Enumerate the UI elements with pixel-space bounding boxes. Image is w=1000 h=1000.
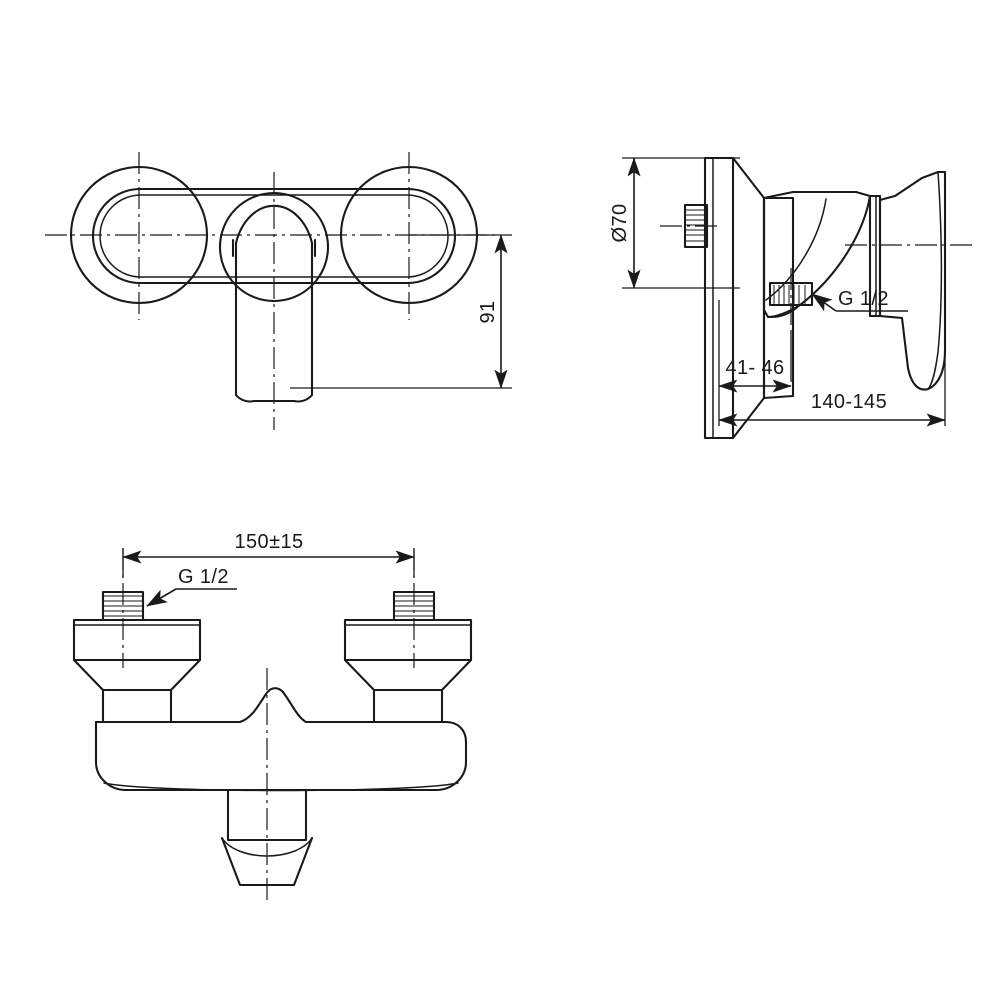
bottom-body-bottom-highlight (103, 782, 459, 792)
side-escutcheon-flange (703, 156, 735, 440)
side-outlet-threads (773, 285, 806, 304)
side-g12-leader-arrow (811, 293, 837, 312)
bottom-outlet-neck (226, 788, 308, 842)
side-g12-label: G 1/2 (838, 288, 889, 310)
side-tapered-shoulder (731, 156, 766, 440)
side-view: Ø70 G 1/2 41- 46 140-145 (609, 156, 975, 440)
front-dim91-label: 91 (477, 300, 499, 323)
bottom-body-outline (94, 687, 468, 792)
side-dia70-label: Ø70 (609, 203, 631, 242)
front-lever-handle (234, 204, 314, 403)
bottom-g12-leader-arrow (146, 588, 177, 607)
side-barrel-housing (762, 196, 795, 400)
bottom-right-inlet-stem (372, 688, 444, 724)
side-dim4146-label: 41- 46 (725, 357, 784, 379)
side-body-sweep-highlight (765, 198, 827, 301)
bottom-right-inlet-cone (343, 658, 473, 692)
bottom-left-inlet-cone (72, 658, 202, 692)
bottom-view: 150±15 G 1/2 (72, 531, 473, 900)
bottom-left-inlet-stem (101, 688, 173, 724)
side-wall-inlet-threads (686, 209, 706, 242)
bottom-left-inlet-flange (72, 618, 202, 662)
side-lever-handle (878, 170, 947, 391)
bottom-g12-label: G 1/2 (178, 566, 229, 588)
bottom-right-inlet-flange (343, 618, 473, 662)
front-view: 91 (45, 152, 512, 430)
side-lever-handle-inner-edge (927, 171, 943, 390)
side-dim140145-label: 140-145 (811, 391, 887, 413)
side-body-lower-sweep (767, 304, 801, 318)
bottom-dim150-label: 150±15 (235, 531, 304, 553)
